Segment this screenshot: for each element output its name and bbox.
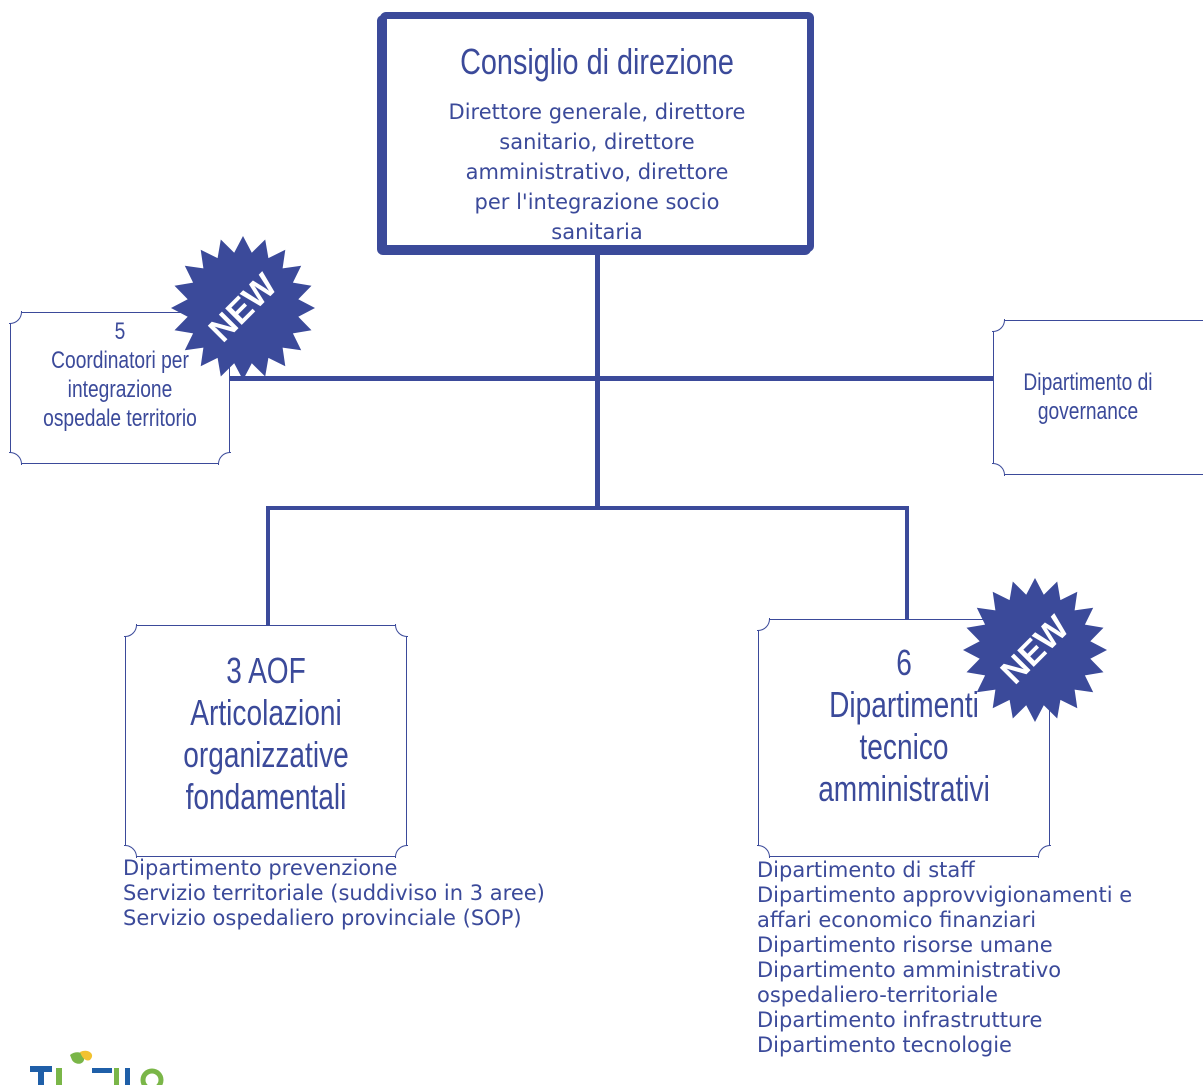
corner-notch [1038,845,1051,858]
aof-line: Articolazioni [190,692,342,733]
dipartimenti-text: 6 Dipartimenti tecnico amministrativi [791,642,1017,810]
corner-notch [992,319,1005,332]
list-item: Servizio territoriale (suddiviso in 3 ar… [123,881,545,905]
corner-notch [9,311,22,324]
corner-notch [992,463,1005,476]
corner-notch [395,845,408,858]
list-item: ospedaliero-territoriale [757,983,998,1007]
main-subtitle-line: sanitario, direttore [499,130,695,154]
corner-notch [218,452,231,465]
dipartimenti-list: Dipartimento di staff Dipartimento appro… [757,858,1132,1058]
list-item: Dipartimento approvvigionamenti e [757,883,1133,907]
governance-line: Dipartimento di [1023,369,1153,396]
trentino-logo-icon [30,1050,164,1085]
main-subtitle-line: sanitaria [551,220,643,244]
list-item: affari economico finanziari [757,908,1037,932]
coordinatori-line: Coordinatori per [51,347,189,374]
coordinatori-line: integrazione [67,376,173,403]
aof-list: Dipartimento prevenzione Servizio territ… [123,856,545,931]
connector-side-horizontal [230,376,993,381]
dip-line: tecnico [859,726,949,767]
corner-notch [124,624,137,637]
main-subtitle-line: Direttore generale, direttore [448,100,746,124]
corner-notch [395,624,408,637]
aof-line: organizzative [183,734,349,775]
corner-notch [9,452,22,465]
corner-notch [757,845,770,858]
governance-line: governance [1037,398,1139,425]
main-subtitle-line: amministrativo, direttore [465,160,729,184]
main-box-title: Consiglio di direzione [460,41,734,82]
list-item: Dipartimento tecnologie [757,1033,1012,1057]
list-item: Dipartimento infrastrutture [757,1008,1043,1032]
corner-notch [757,618,770,631]
list-item: Dipartimento risorse umane [757,933,1053,957]
aof-text: 3 AOF Articolazioni organizzative fondam… [157,650,375,818]
starburst-shape [963,578,1107,722]
dip-line: amministrativi [818,768,990,809]
connector-dip-vertical [905,506,909,620]
dip-line: 6 [896,642,912,683]
aof-line: fondamentali [185,776,347,817]
aof-line: 3 AOF [226,650,306,691]
main-box-subtitle: Direttore generale, direttore sanitario,… [409,97,785,247]
list-item: Servizio ospedaliero provinciale (SOP) [123,906,522,930]
governance-box: Dipartimento di governance [992,319,1203,476]
aof-box: 3 AOF Articolazioni organizzative fondam… [124,624,408,858]
list-item: Dipartimento amministrativo [757,958,1062,982]
consiglio-di-direzione-box: Consiglio di direzione Direttore general… [380,12,814,252]
new-badge-icon: NEW [963,578,1107,722]
coordinatori-text: 5 Coordinatori per integrazione ospedale… [33,317,207,433]
new-badge-icon: NEW [171,236,315,380]
starburst-shape [171,236,315,380]
main-subtitle-line: per l'integrazione socio [474,190,720,214]
coordinatori-line: ospedale territorio [43,405,197,432]
dip-line: Dipartimenti [829,684,979,725]
governance-text: Dipartimento di governance [981,368,1195,426]
list-item: Dipartimento di staff [757,858,975,882]
list-item: Dipartimento prevenzione [123,856,398,880]
coordinatori-line: 5 [114,318,126,345]
connector-aof-vertical [266,506,270,626]
connector-bottom-horizontal [266,506,909,510]
